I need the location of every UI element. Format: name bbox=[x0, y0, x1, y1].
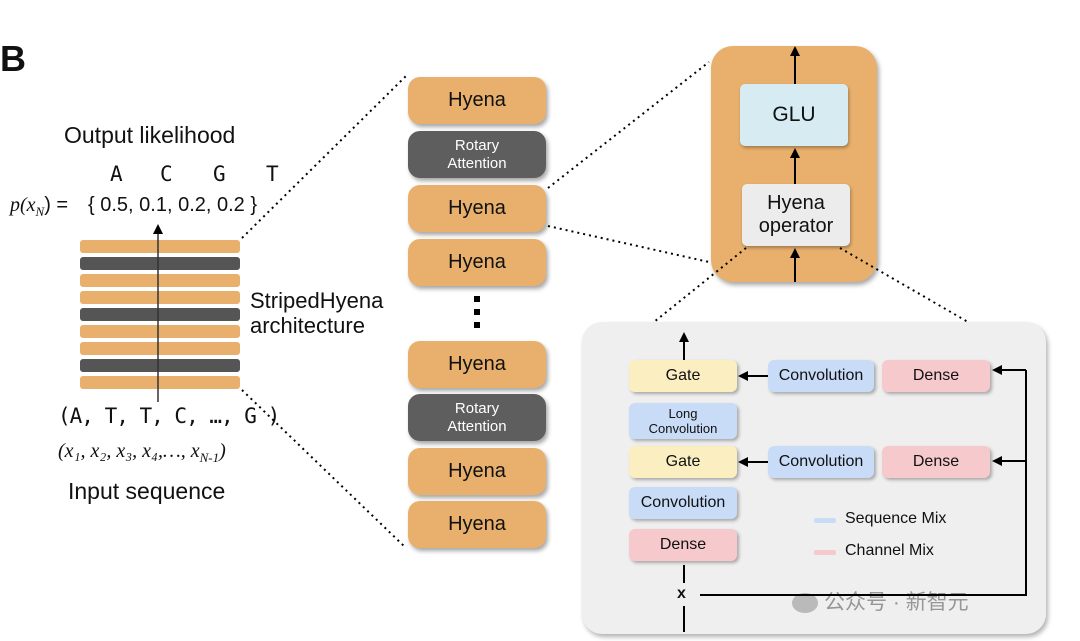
hyena-block: Hyena bbox=[408, 501, 546, 548]
gate-box: Gate bbox=[629, 446, 737, 478]
rotary-label-line2: Attention bbox=[447, 154, 507, 172]
rotary-attention-block: Rotary Attention bbox=[408, 394, 546, 441]
base-t: T bbox=[266, 162, 279, 186]
dense-box: Dense bbox=[882, 360, 990, 392]
zoom-line bbox=[547, 225, 710, 263]
architecture-label: StripedHyena architecture bbox=[250, 288, 383, 338]
hyena-operator-box: Hyena operator bbox=[742, 184, 850, 246]
convolution-label: Convolution bbox=[778, 453, 864, 470]
dense-label: Dense bbox=[912, 453, 960, 470]
zoom-line bbox=[241, 75, 407, 239]
stripe-hyena bbox=[80, 240, 240, 253]
gate-label: Gate bbox=[665, 367, 701, 384]
probability-lhs: p(xN) = bbox=[10, 194, 68, 220]
zoom-line bbox=[839, 247, 969, 323]
prob-lhs-text: p(x bbox=[10, 194, 36, 216]
legend-channel-mix: Channel Mix bbox=[845, 542, 934, 559]
input-tokens: (A, T, T, C, …, G ) bbox=[58, 404, 280, 428]
hyena-label: Hyena bbox=[448, 513, 506, 535]
architecture-label-line2: architecture bbox=[250, 313, 365, 338]
channel-mix-swatch bbox=[814, 550, 836, 555]
gate-box: Gate bbox=[629, 360, 737, 392]
hyena-block: Hyena bbox=[408, 185, 546, 232]
input-x-label: x bbox=[677, 585, 686, 602]
rotary-label-line1: Rotary bbox=[454, 136, 500, 154]
stripe-hyena bbox=[80, 291, 240, 304]
convolution-box: Convolution bbox=[768, 360, 874, 392]
input-vars-text: (x₁, x₂, x₃, x₄,…, x bbox=[58, 440, 200, 462]
hyena-label: Hyena bbox=[448, 197, 506, 219]
wechat-icon bbox=[792, 593, 818, 614]
hyena-block: Hyena bbox=[408, 341, 546, 388]
rotary-attention-block: Rotary Attention bbox=[408, 131, 546, 178]
stack-ellipsis bbox=[474, 296, 480, 332]
glu-box: GLU bbox=[740, 84, 848, 146]
stripe-attention bbox=[80, 308, 240, 321]
dense-label: Dense bbox=[912, 367, 960, 384]
long-conv-line2: Convolution bbox=[648, 421, 718, 436]
hyena-label: Hyena bbox=[448, 89, 506, 111]
dense-label: Dense bbox=[659, 536, 707, 553]
base-c: C bbox=[160, 162, 173, 186]
convolution-box: Convolution bbox=[629, 487, 737, 519]
input-sequence-title: Input sequence bbox=[68, 478, 226, 504]
convolution-label: Convolution bbox=[640, 494, 726, 511]
prob-lhs-end: ) = bbox=[44, 194, 69, 216]
hyena-label: Hyena bbox=[448, 353, 506, 375]
zoom-line bbox=[241, 389, 407, 549]
stripe-hyena bbox=[80, 274, 240, 287]
base-a: A bbox=[110, 162, 123, 186]
watermark-text: 公众号 · 新智元 bbox=[824, 591, 969, 614]
gate-label: Gate bbox=[665, 453, 701, 470]
glu-label: GLU bbox=[772, 103, 816, 126]
hyena-block: Hyena bbox=[408, 448, 546, 495]
dense-box: Dense bbox=[629, 529, 737, 561]
hyena-block: Hyena bbox=[408, 77, 546, 124]
input-variables: (x₁, x₂, x₃, x₄,…, xN-1) bbox=[58, 440, 226, 466]
stripe-hyena bbox=[80, 342, 240, 355]
zoom-line bbox=[547, 61, 710, 189]
input-vars-end: ) bbox=[219, 440, 226, 462]
stripe-hyena bbox=[80, 325, 240, 338]
operator-label-line1: Hyena bbox=[767, 192, 825, 214]
rotary-label-line2: Attention bbox=[447, 417, 507, 435]
operator-label-line2: operator bbox=[758, 215, 834, 237]
stripe-attention bbox=[80, 257, 240, 270]
base-g: G bbox=[213, 162, 226, 186]
rotary-label-line1: Rotary bbox=[454, 399, 500, 417]
legend-sequence-mix: Sequence Mix bbox=[845, 510, 947, 527]
zoom-line bbox=[653, 247, 747, 323]
sequence-mix-swatch bbox=[814, 518, 836, 523]
output-likelihood-title: Output likelihood bbox=[64, 122, 236, 148]
hyena-label: Hyena bbox=[448, 460, 506, 482]
watermark: 公众号 · 新智元 bbox=[792, 586, 969, 616]
input-vars-sub: N-1 bbox=[199, 450, 220, 465]
panel-label: B bbox=[0, 38, 26, 79]
hyena-label: Hyena bbox=[448, 251, 506, 273]
long-conv-line1: Long bbox=[668, 406, 698, 421]
long-convolution-box: Long Convolution bbox=[629, 403, 737, 439]
probability-values: { 0.5, 0.1, 0.2, 0.2 } bbox=[88, 194, 258, 216]
architecture-label-line1: StripedHyena bbox=[250, 288, 384, 313]
stripe-attention bbox=[80, 359, 240, 372]
hyena-block: Hyena bbox=[408, 239, 546, 286]
stripe-hyena bbox=[80, 376, 240, 389]
x-skip-path bbox=[700, 370, 1027, 596]
convolution-box: Convolution bbox=[768, 446, 874, 478]
convolution-label: Convolution bbox=[778, 367, 864, 384]
dense-box: Dense bbox=[882, 446, 990, 478]
prob-lhs-sub: N bbox=[35, 204, 45, 219]
